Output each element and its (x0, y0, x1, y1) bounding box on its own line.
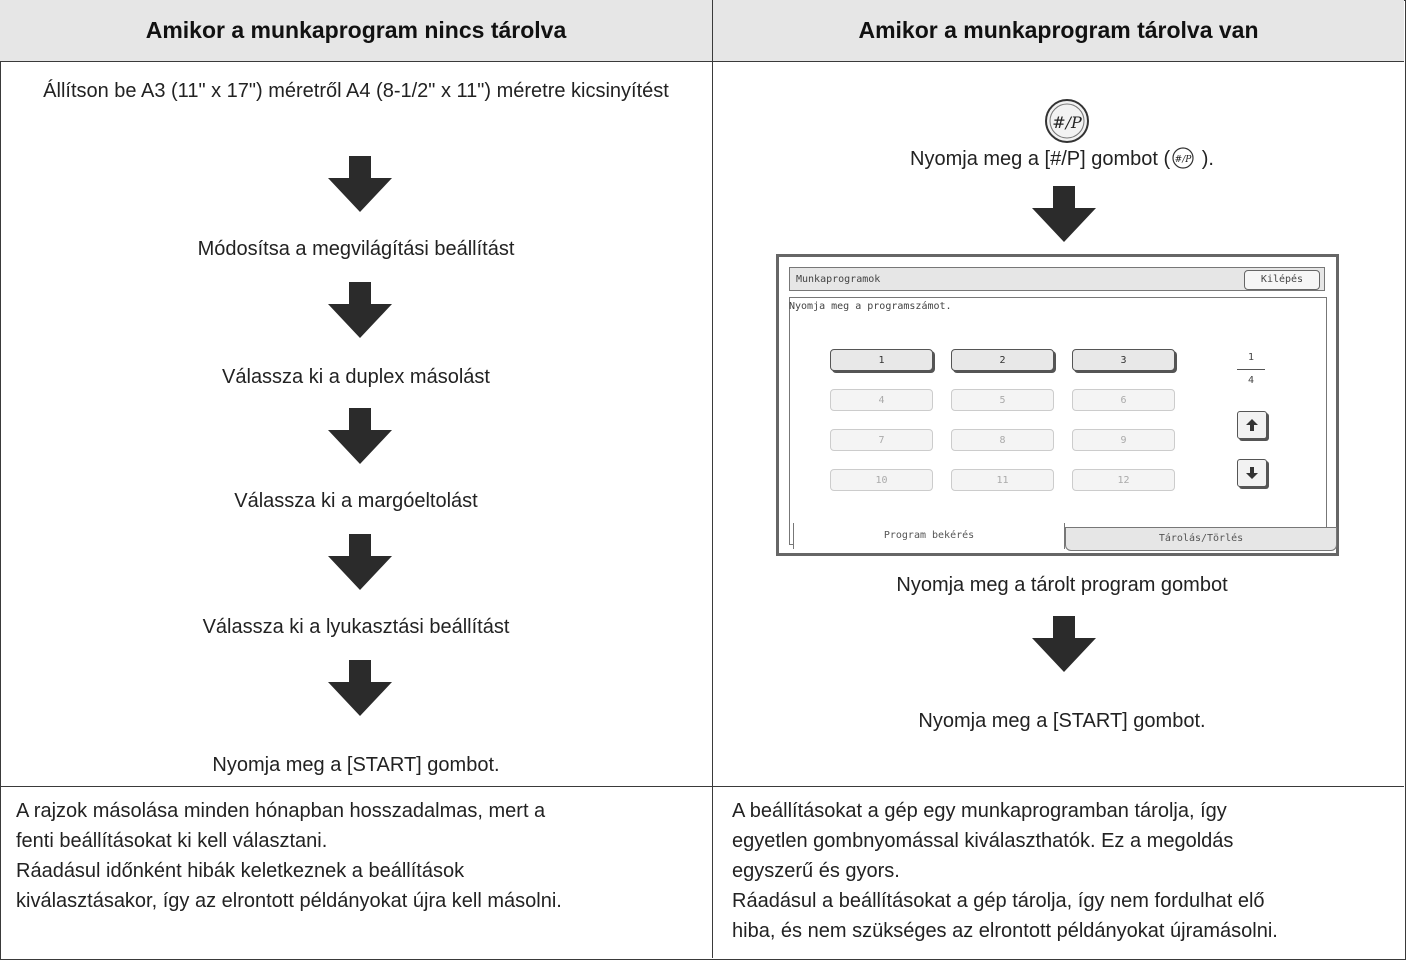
program-button-3[interactable]: 3 (1072, 349, 1175, 371)
program-button-12: 12 (1072, 469, 1175, 491)
page-indicator: 1 4 (1231, 351, 1271, 388)
exit-button[interactable]: Kilépés (1244, 270, 1320, 290)
program-button-2[interactable]: 2 (951, 349, 1054, 371)
left-note: A rajzok másolása minden hónapban hossza… (16, 796, 706, 916)
down-arrow-icon (328, 660, 392, 716)
svg-text:#/P: #/P (1052, 113, 1082, 132)
left-note-line-2: fenti beállításokat ki kell választani. (16, 830, 328, 852)
right-note-line-2: egyetlen gombnyomással kiválaszthatók. E… (732, 830, 1234, 852)
down-arrow-icon (328, 156, 392, 212)
screen-prompt: Nyomja meg a programszámot. (789, 301, 952, 312)
program-button-11: 11 (951, 469, 1054, 491)
down-arrow-icon (1032, 186, 1096, 242)
program-button-10: 10 (830, 469, 933, 491)
program-key-small-icon: #/P (1172, 147, 1194, 169)
right-step-1-text: Nyomja meg a [#/P] gombot ( (910, 148, 1171, 170)
program-button-4: 4 (830, 389, 933, 411)
program-screen-mockup: Munkaprogramok Kilépés Nyomja meg a prog… (776, 254, 1339, 556)
left-step-4: Válassza ki a margóeltolást (234, 490, 478, 512)
header-stored: Amikor a munkaprogram tárolva van (713, 0, 1404, 62)
program-button-9: 9 (1072, 429, 1175, 451)
page-total: 4 (1247, 375, 1255, 386)
tab-program-recall[interactable]: Program bekérés (793, 523, 1065, 549)
right-note-line-5: hiba, és nem szükséges az elrontott péld… (732, 920, 1278, 942)
arrow-up-icon (1246, 419, 1258, 431)
program-button-6: 6 (1072, 389, 1175, 411)
right-note-line-4: Ráadásul a beállításokat a gép tárolja, … (732, 890, 1265, 912)
arrow-down-icon (1246, 467, 1258, 479)
down-arrow-icon (328, 282, 392, 338)
right-step-3: Nyomja meg a [START] gombot. (918, 710, 1206, 732)
program-button-5: 5 (951, 389, 1054, 411)
row-divider (0, 786, 1404, 787)
left-step-6: Nyomja meg a [START] gombot. (212, 754, 500, 776)
page-down-button[interactable] (1237, 459, 1267, 487)
left-note-line-1: A rajzok másolása minden hónapban hossza… (16, 800, 546, 822)
down-arrow-icon (328, 408, 392, 464)
left-step-1: Állítson be A3 (11" x 17") méretről A4 (… (43, 80, 669, 102)
screen-title: Munkaprogramok (796, 274, 881, 285)
right-step-1: Nyomja meg a [#/P] gombot ( #/P ). (720, 144, 1404, 174)
left-step-3: Válassza ki a duplex másolást (222, 366, 490, 388)
down-arrow-icon (1032, 616, 1096, 672)
column-divider (712, 0, 713, 958)
svg-text:#/P: #/P (1175, 155, 1193, 165)
program-key-icon: #/P (1045, 99, 1089, 143)
right-note: A beállításokat a gép egy munkaprogramba… (732, 796, 1402, 946)
left-step-5: Válassza ki a lyukasztási beállítást (202, 616, 510, 638)
tab-store-delete[interactable]: Tárolás/Törlés (1065, 527, 1337, 551)
right-step-1-suffix: ). (1196, 148, 1214, 170)
down-arrow-icon (328, 534, 392, 590)
program-button-7: 7 (830, 429, 933, 451)
right-note-line-3: egyszerű és gyors. (732, 860, 900, 882)
left-note-line-4: kiválasztásakor, így az elrontott példán… (16, 890, 562, 912)
program-button-1[interactable]: 1 (830, 349, 933, 371)
left-note-line-3: Ráadásul időnként hibák keletkeznek a be… (16, 860, 465, 882)
left-step-2: Módosítsa a megvilágítási beállítást (197, 238, 515, 260)
right-step-2: Nyomja meg a tárolt program gombot (896, 574, 1228, 596)
page-current: 1 (1247, 352, 1255, 363)
header-not-stored: Amikor a munkaprogram nincs tárolva (0, 0, 712, 62)
program-button-8: 8 (951, 429, 1054, 451)
page-up-button[interactable] (1237, 411, 1267, 439)
screen-titlebar: Munkaprogramok Kilépés (789, 267, 1325, 291)
right-note-line-1: A beállításokat a gép egy munkaprogramba… (732, 800, 1227, 822)
